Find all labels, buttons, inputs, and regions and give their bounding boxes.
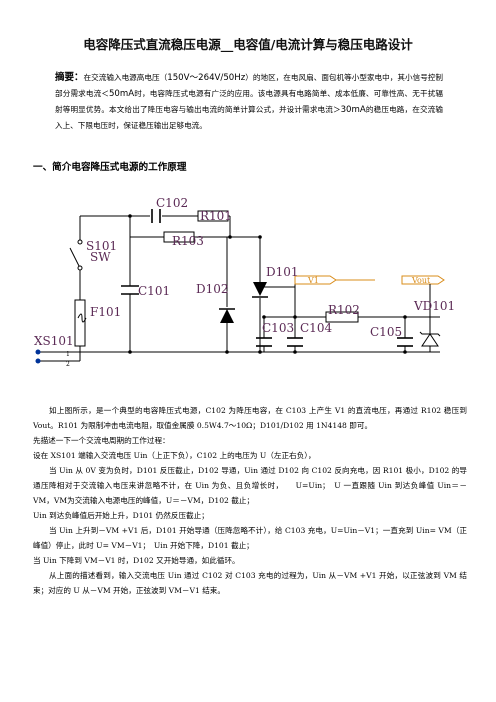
label-c103: C103 — [262, 321, 294, 335]
abstract: 摘要：在交流输入电源高电压（150V～264V/50Hz）的地区，在电风扇、面包… — [55, 72, 444, 130]
switch-s101 — [69, 239, 83, 271]
label-d101: D101 — [266, 265, 299, 279]
resistor-r103 — [163, 231, 195, 243]
paragraph-1: 如上图所示，是一个典型的电容降压式电源，C102 为降压电容，在 C103 上产… — [33, 406, 467, 430]
paragraph-8: 从上面的描述看到，输入交流电压 Uin 通过 C102 对 C103 充电的过程… — [33, 571, 467, 595]
label-f101: F101 — [90, 305, 121, 319]
paragraph-7: 当 Uin 下降到 VM－V1 时，D102 又开始导通，如此循环。 — [33, 556, 240, 565]
paragraph-2: 先描述一下一个交流电周期的工作过程： — [33, 436, 170, 445]
circuit-wires — [40, 215, 440, 362]
capacitor-c105 — [397, 337, 413, 347]
label-d102: D102 — [196, 282, 229, 296]
diode-d102 — [220, 309, 234, 323]
label-s101: S101 — [86, 239, 117, 253]
label-c102: C102 — [156, 196, 188, 210]
body-text: 如上图所示，是一个典型的电容降压式电源，C102 为降压电容，在 C103 上产… — [33, 403, 467, 598]
tag-vout — [401, 275, 445, 285]
paragraph-5: Uin 到达负峰值后开始上升，D101 仍然反压截止； — [33, 511, 209, 520]
fuse-symbol-icon — [77, 313, 87, 323]
junction-dots — [128, 214, 407, 354]
paragraph-6: 当 Uin 上升到－VM +V1 后，D101 开始导通（压降忽略不计），给 C… — [33, 526, 467, 550]
label-vout: Vout — [411, 276, 431, 285]
label-r102: R102 — [328, 303, 360, 317]
label-vd101: VD101 — [413, 299, 455, 313]
capacitor-c103 — [256, 337, 272, 347]
diode-d101 — [253, 282, 267, 296]
resistor-r102 — [325, 311, 359, 323]
zener-vd101 — [421, 333, 439, 347]
label-r101: R101 — [200, 209, 232, 223]
label-v1: V1 — [307, 276, 319, 285]
paragraph-3: 设在 XS101 端输入交流电压 Uin（上正下负），C102 上的电压为 U（… — [33, 451, 316, 460]
terminal-xs101 — [35, 349, 48, 364]
label-c104: C104 — [300, 321, 332, 335]
circuit-diagram: C102 R101 R103 S101 SW C101 D102 D101 R1… — [34, 196, 455, 368]
section-heading: 一、简介电容降压式电源的工作原理 — [33, 162, 187, 173]
label-sw: SW — [90, 250, 111, 264]
pin-2: 2 — [66, 361, 70, 368]
label-r103: R103 — [172, 234, 204, 248]
abstract-label: 摘要： — [55, 72, 84, 83]
paragraph-4: 当 Uin 从 0V 变为负时，D101 反压截止，D102 导通，Uin 通过… — [33, 466, 467, 505]
resistor-r101 — [197, 210, 229, 222]
document-title: 电容降压式直流稳压电源__电容值/电流计算与稳压电路设计 — [83, 37, 413, 52]
label-c101: C101 — [138, 284, 170, 298]
capacitor-c104 — [287, 337, 303, 347]
capacitor-c101 — [121, 285, 139, 295]
fuse-f101 — [74, 299, 86, 347]
pin-1: 1 — [66, 351, 70, 358]
label-xs101: XS101 — [34, 334, 74, 348]
label-c105: C105 — [370, 325, 402, 339]
capacitor-c102 — [151, 209, 161, 223]
tag-v1 — [294, 275, 337, 285]
